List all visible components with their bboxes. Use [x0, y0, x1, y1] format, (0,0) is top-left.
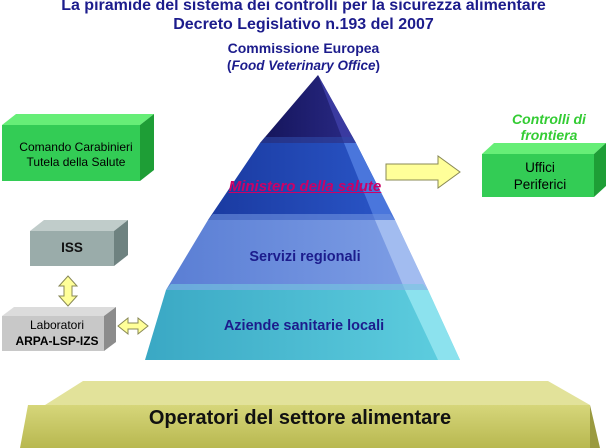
- iss-box-top: [30, 220, 128, 231]
- title-line-4-italic: Food Veterinary Office: [231, 58, 376, 73]
- lab-box-top: [2, 307, 116, 316]
- iss-box: [30, 231, 114, 266]
- lab-box: [2, 316, 104, 351]
- carabinieri-box-top: [2, 114, 154, 125]
- arrow-right-yellow: [385, 155, 461, 189]
- title-line-4-prefix: (: [226, 58, 232, 73]
- base-slab-top: [45, 381, 590, 405]
- base-slab-front: [20, 405, 590, 448]
- iss-box-side: [114, 220, 128, 266]
- uffici-box-side: [594, 143, 606, 197]
- label-operatori: Operatori del settore alimentare: [148, 407, 452, 429]
- label-servizi-regionali: Servizi regionali: [249, 249, 361, 265]
- controlli-frontiera-line2: frontiera: [520, 127, 578, 143]
- base-slab-right: [548, 381, 600, 448]
- uffici-box: [482, 154, 594, 197]
- title-line-3: Commissione Europea: [227, 40, 380, 56]
- title-line-1: La piramide del sistema dei controlli pe…: [61, 0, 546, 14]
- carabinieri-label-line1: Comando Carabinieri: [19, 140, 133, 154]
- double-arrow-horizontal: [117, 316, 149, 336]
- uffici-box-top: [482, 143, 606, 154]
- label-aziende-sanitarie: Aziende sanitarie locali: [223, 318, 385, 334]
- iss-label: ISS: [61, 240, 83, 255]
- laboratori-label-line1: Laboratori: [29, 318, 85, 332]
- label-ministero: Ministero della salute: [228, 178, 382, 195]
- pyramid-right-face-servizi: [375, 220, 428, 290]
- pyramid-right-face-aziende: [405, 290, 460, 360]
- uffici-label-line1: Uffici: [525, 160, 555, 175]
- carabinieri-box: [2, 125, 140, 181]
- pyramid-band-aziende: [145, 290, 460, 360]
- pyramid-band-ministero: [208, 143, 395, 220]
- uffici-label-line2: Periferici: [513, 177, 567, 192]
- band-edge-2: [208, 214, 395, 220]
- title-line-4: (Food Veterinary Office): [0, 58, 607, 73]
- title-line-2: Decreto Legislativo n.193 del 2007: [173, 16, 434, 33]
- lab-box-side: [104, 307, 116, 351]
- pyramid-right-face-top: [318, 75, 356, 143]
- pyramid-band-servizi: [166, 220, 428, 290]
- band-edge-1: [260, 137, 356, 143]
- carabinieri-label-line2: Tutela della Salute: [26, 155, 126, 169]
- band-edge-3: [166, 284, 428, 290]
- pyramid-right-face-ministero: [344, 143, 395, 220]
- controlli-frontiera-line1: Controlli di: [512, 111, 586, 127]
- carabinieri-box-side: [140, 114, 154, 181]
- double-arrow-vertical: [57, 275, 79, 307]
- pyramid-apex: [260, 75, 356, 143]
- title-line-4-suffix: ): [375, 58, 381, 73]
- laboratori-label-line2: ARPA-LSP-IZS: [15, 334, 99, 348]
